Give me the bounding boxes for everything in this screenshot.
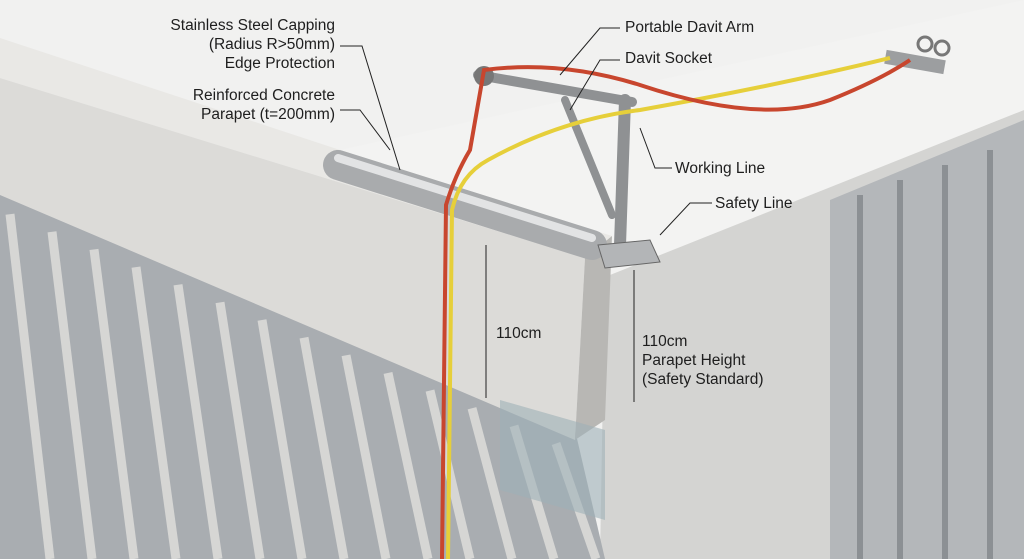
facade-fin bbox=[215, 301, 265, 559]
label-capping: Stainless Steel Capping (Radius R>50mm) … bbox=[140, 16, 335, 73]
label-davit-arm: Portable Davit Arm bbox=[625, 19, 755, 36]
label-safety-line: Safety Line bbox=[715, 195, 793, 212]
facade-fin bbox=[341, 354, 391, 559]
label-line: Parapet (t=200mm) bbox=[201, 106, 335, 123]
glass-balustrade bbox=[500, 400, 605, 520]
label-working-line: Working Line bbox=[675, 160, 766, 177]
facade-fin bbox=[467, 407, 517, 559]
leader-lines bbox=[340, 27, 712, 236]
steel-capping bbox=[323, 150, 607, 260]
label-line: 110cm bbox=[642, 333, 688, 350]
parapet-end-face bbox=[575, 236, 612, 440]
label-line: (Safety Standard) bbox=[642, 371, 764, 388]
label-line: Stainless Steel Capping bbox=[170, 17, 335, 34]
parapet-front-face bbox=[0, 78, 585, 440]
anchor-plate bbox=[884, 49, 946, 75]
facade-fin bbox=[383, 372, 433, 559]
anchor-ring bbox=[916, 35, 934, 53]
label-parapet-height: 110cm Parapet Height (Safety Standard) bbox=[642, 332, 763, 389]
facade-fin bbox=[131, 266, 181, 559]
left-facade bbox=[0, 190, 605, 559]
label-parapet: Reinforced Concrete Parapet (t=200mm) bbox=[140, 86, 335, 124]
label-height-dim: 110cm bbox=[496, 325, 542, 342]
safety-line bbox=[440, 58, 912, 559]
label-line: Edge Protection bbox=[224, 55, 335, 72]
davit-arm bbox=[473, 70, 637, 251]
facade-fin bbox=[299, 336, 349, 559]
facade-fin bbox=[257, 319, 307, 559]
label-line: Parapet Height bbox=[642, 352, 746, 369]
dimension-lines bbox=[485, 245, 635, 402]
label-line: Reinforced Concrete bbox=[192, 87, 335, 104]
right-facade bbox=[830, 120, 1024, 559]
davit-socket bbox=[597, 239, 661, 269]
label-davit-socket: Davit Socket bbox=[625, 50, 713, 67]
anchor-ring bbox=[933, 39, 951, 57]
facade-fin bbox=[47, 231, 97, 559]
label-line: (Radius R>50mm) bbox=[208, 36, 335, 53]
facade-fin bbox=[5, 213, 55, 559]
right-facade-fins bbox=[857, 150, 993, 559]
facade-fin bbox=[173, 284, 223, 559]
facade-fin bbox=[89, 248, 139, 559]
working-line bbox=[446, 56, 891, 559]
